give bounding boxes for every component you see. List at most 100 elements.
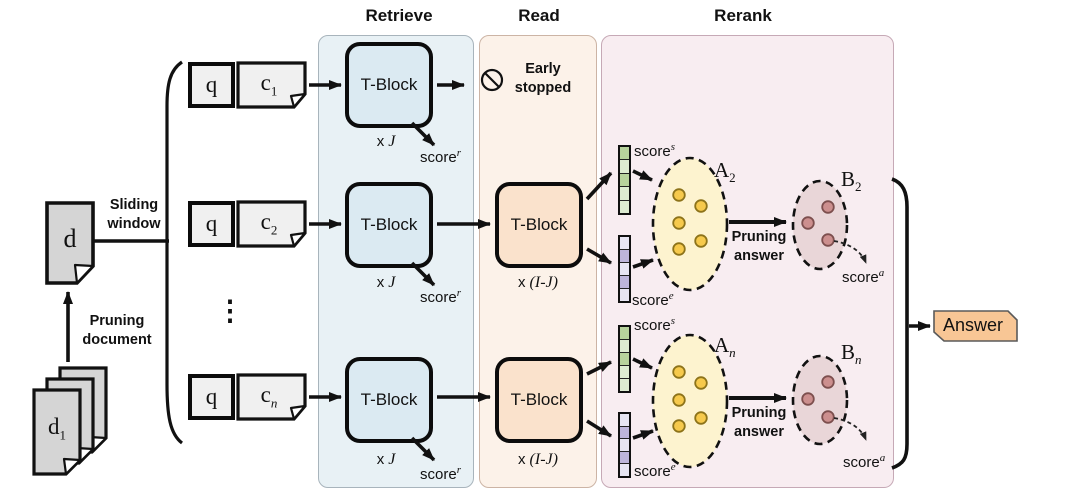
candidate-set-A2: [651, 156, 729, 292]
set-letter: B: [841, 167, 856, 191]
set-sub: 2: [729, 170, 736, 186]
bar-cell: [620, 147, 629, 160]
bar-cell: [620, 172, 629, 187]
arrow-read2-score-e: [586, 247, 612, 265]
candidate-dot: [672, 242, 686, 256]
chunk-sub: n: [270, 395, 278, 411]
grouping-brace: [165, 60, 184, 445]
bar-cell: [620, 463, 629, 476]
doc-letter: d: [63, 224, 77, 253]
arrow-bar-A2-bottom: [632, 258, 654, 269]
candidate-set-An: [651, 333, 729, 469]
set-letter: A: [714, 333, 730, 357]
bar-cell: [620, 288, 629, 301]
answer-box: [933, 310, 1018, 342]
score-base: score: [420, 149, 457, 166]
bar-cell: [620, 450, 629, 464]
bar-cell: [620, 339, 629, 352]
no-entry-icon: [480, 68, 504, 92]
candidate-dot: [801, 392, 815, 406]
score-r-label-2: scorer: [420, 287, 461, 306]
mult-prefix: x: [376, 274, 385, 291]
candidate-dot: [821, 375, 835, 389]
candidate-dot: [821, 410, 835, 424]
mult-math: J: [388, 451, 396, 468]
read-header: Read: [518, 6, 560, 25]
set-sub: 2: [855, 179, 862, 195]
bar-cell: [620, 159, 629, 173]
retrieve-tblock-1: T-Block: [345, 42, 433, 128]
candidate-dot: [694, 234, 708, 248]
score-sup: a: [878, 267, 885, 279]
score-a-label-n: scorea: [843, 452, 885, 471]
stack-label: d1: [34, 414, 80, 444]
query-box-2: q: [188, 201, 235, 247]
label-line: window: [107, 216, 161, 233]
bar-cell: [620, 199, 629, 214]
score-base: score: [420, 289, 457, 306]
page-fold: [73, 263, 95, 285]
answer-label: Answer: [942, 315, 1004, 335]
bar-cell: [620, 262, 629, 275]
tblock-label: T-Block: [360, 390, 418, 409]
candidate-dots-Bn: [801, 375, 835, 424]
score-base: score: [420, 466, 457, 483]
query-label: q: [205, 384, 218, 409]
score-r-label-n: scorer: [420, 464, 461, 483]
bar-cell: [620, 425, 629, 439]
set-sub: n: [729, 345, 736, 361]
mult-prefix: x: [518, 274, 526, 291]
read-tblock-n: T-Block: [495, 357, 583, 443]
arrow-score-a-n: [833, 417, 867, 441]
tblock-label: T-Block: [360, 215, 418, 234]
label-line: Pruning: [89, 313, 145, 329]
retrieve-tblock-n: T-Block: [345, 357, 433, 443]
chunk-sub: 2: [270, 222, 278, 238]
arrow-readn-score-s: [586, 360, 612, 376]
tblock-label: T-Block: [510, 215, 568, 234]
arrow-bar-A2-top: [632, 169, 653, 182]
score-sup: a: [879, 452, 886, 464]
query-box-1: q: [188, 62, 235, 108]
mult-prefix: x: [518, 451, 526, 468]
ellipsis: ⋮: [216, 295, 244, 326]
chunk-sub: 1: [270, 83, 278, 99]
score-e-bar-groupn: [618, 412, 631, 478]
rerank-header: Rerank: [714, 6, 772, 25]
candidate-dots-An: [672, 365, 708, 433]
set-sub: n: [855, 352, 862, 368]
chunk-label-1: c1: [238, 70, 300, 100]
bar-cell: [620, 237, 629, 249]
candidate-dot: [672, 188, 686, 202]
candidate-dot: [672, 216, 686, 230]
query-label: q: [205, 211, 218, 236]
label-line: Early: [525, 61, 561, 77]
query-label: q: [205, 72, 218, 97]
set-Bn-label: Bn: [841, 340, 862, 368]
score-sup: r: [456, 147, 461, 159]
set-An-label: An: [714, 333, 736, 361]
pruned-set-Bn: [791, 354, 849, 446]
retrieve-tblock-2: T-Block: [345, 182, 433, 268]
arrow-score-r-2: [410, 261, 436, 287]
score-e-label-n: scoree: [634, 461, 676, 480]
arrow-readn-score-e: [586, 419, 612, 438]
bar-cell: [620, 438, 629, 451]
arrow-score-r-n: [410, 436, 436, 462]
chunk-box-1: [236, 61, 307, 109]
arrow-bar-An-bottom: [632, 429, 654, 440]
candidate-dot: [672, 365, 686, 379]
candidate-dot: [821, 200, 835, 214]
document-stack: [32, 366, 108, 476]
score-sup: s: [670, 315, 675, 327]
bar-cell: [620, 186, 629, 200]
label-line: answer: [734, 424, 784, 441]
mult-xIJ-n: x(I-J): [493, 451, 583, 469]
doc-sub: 1: [59, 427, 67, 443]
bar-cell: [620, 414, 629, 426]
